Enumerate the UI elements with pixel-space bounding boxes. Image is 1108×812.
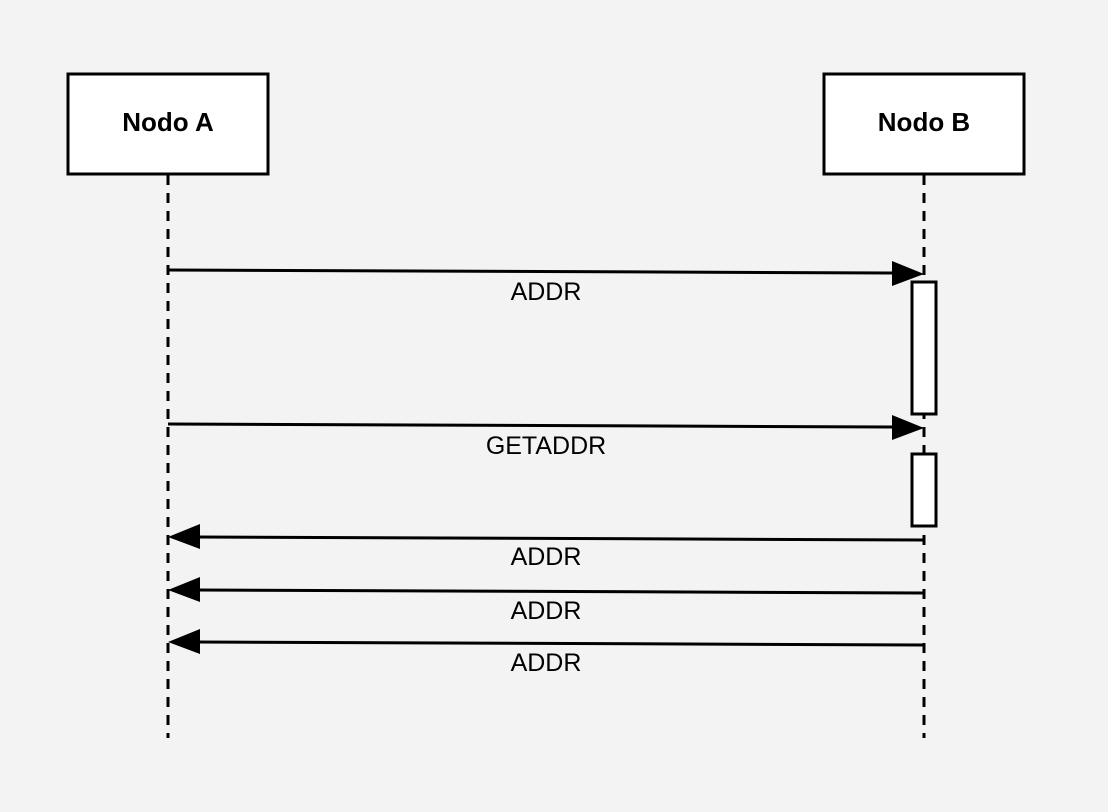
actor-nodo-a: Nodo A — [66, 72, 270, 738]
message-arrow-line — [196, 640, 925, 647]
arrowhead-right-icon — [892, 261, 924, 286]
message-4: ADDR — [168, 577, 925, 625]
arrowhead-left-icon — [168, 629, 200, 654]
message-label: ADDR — [511, 278, 582, 306]
message-2: GETADDR — [167, 415, 924, 460]
message-arrow-line — [196, 588, 925, 595]
message-label: ADDR — [511, 543, 582, 571]
actor-box-nodo-b — [822, 72, 1026, 176]
arrowhead-left-icon — [168, 524, 200, 549]
message-5: ADDR — [168, 629, 925, 677]
arrowhead-right-icon — [892, 415, 924, 440]
message-1: ADDR — [167, 261, 924, 306]
message-3: ADDR — [168, 524, 925, 571]
message-label: GETADDR — [486, 432, 606, 460]
actor-box-nodo-a — [66, 72, 270, 176]
actor-label-nodo-b: Nodo B — [878, 107, 970, 137]
activation-bar-1 — [910, 280, 938, 416]
message-arrow-line — [167, 422, 896, 429]
actor-label-nodo-a: Nodo A — [122, 107, 214, 137]
message-label: ADDR — [511, 597, 582, 625]
activation-bar-2 — [910, 452, 938, 528]
arrowhead-left-icon — [168, 577, 200, 602]
message-label: ADDR — [511, 649, 582, 677]
message-arrow-line — [196, 535, 925, 542]
message-arrow-line — [167, 268, 896, 275]
